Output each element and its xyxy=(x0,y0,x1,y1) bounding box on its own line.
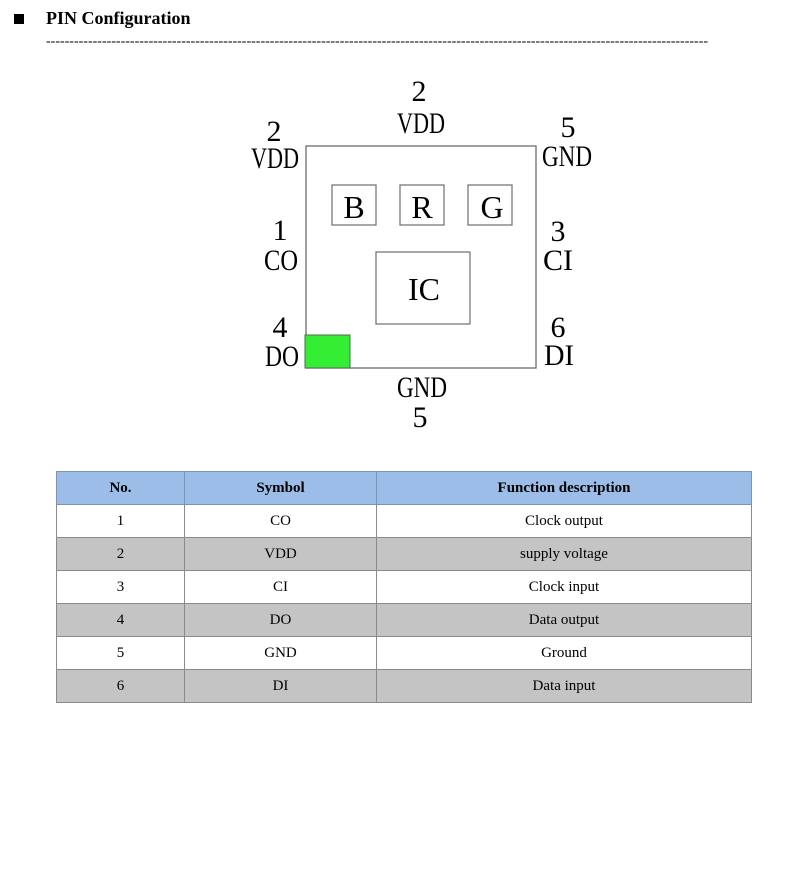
table-row: 4 DO Data output xyxy=(56,603,752,637)
cell-symbol: CO xyxy=(184,504,377,538)
right-pin-symbol: CI xyxy=(543,244,573,277)
top-right-pin-symbol: GND xyxy=(542,140,592,173)
ic-label: IC xyxy=(408,271,440,307)
cell-symbol: VDD xyxy=(184,537,377,571)
cell-symbol: DI xyxy=(184,669,377,703)
bottom-left-pin-number: 4 xyxy=(273,311,288,344)
top-pin-symbol: VDD xyxy=(397,107,445,140)
left-pin-number: 1 xyxy=(273,214,288,247)
right-pin-number: 3 xyxy=(551,215,566,248)
pin-one-marker xyxy=(304,334,351,369)
cell-symbol: CI xyxy=(184,570,377,604)
table-row: 2 VDD supply voltage xyxy=(56,537,752,571)
led-label-red: R xyxy=(411,189,433,225)
cell-function: Clock input xyxy=(376,570,752,604)
cell-function: Ground xyxy=(376,636,752,670)
column-header-no: No. xyxy=(56,471,185,505)
bottom-right-pin-number: 6 xyxy=(551,311,566,344)
table-row: 6 DI Data input xyxy=(56,669,752,703)
section-title: PIN Configuration xyxy=(46,8,191,28)
cell-function: Clock output xyxy=(376,504,752,538)
cell-function: Data input xyxy=(376,669,752,703)
bottom-pin-symbol: GND xyxy=(397,371,447,404)
dashed-divider: ----------------------------------------… xyxy=(46,34,709,49)
cell-no: 2 xyxy=(56,537,185,571)
led-box-green xyxy=(467,184,513,226)
cell-no: 3 xyxy=(56,570,185,604)
table-row: 1 CO Clock output xyxy=(56,504,752,538)
led-label-blue: B xyxy=(343,189,364,225)
led-label-green: G xyxy=(480,189,503,225)
left-pin-symbol: CO xyxy=(264,244,298,277)
pin-diagram: 2 VDD 2 VDD 5 GND 1 CO 3 CI 4 DO 6 DI GN… xyxy=(251,75,592,434)
bottom-right-pin-symbol: DI xyxy=(544,339,574,372)
cell-symbol: GND xyxy=(184,636,377,670)
top-right-pin-number: 5 xyxy=(561,111,576,144)
package-outline xyxy=(305,145,537,369)
top-left-pin-number: 2 xyxy=(267,115,282,148)
cell-no: 6 xyxy=(56,669,185,703)
cell-no: 1 xyxy=(56,504,185,538)
ic-box xyxy=(375,251,471,325)
cell-function: Data output xyxy=(376,603,752,637)
cell-no: 4 xyxy=(56,603,185,637)
led-box-blue xyxy=(331,184,377,226)
pin-table: No. Symbol Function description 1 CO Clo… xyxy=(56,471,752,703)
bottom-pin-number: 5 xyxy=(413,401,428,434)
cell-function: supply voltage xyxy=(376,537,752,571)
led-box-red xyxy=(399,184,445,226)
bottom-left-pin-symbol: DO xyxy=(265,340,299,373)
top-left-pin-symbol: VDD xyxy=(251,142,299,175)
cell-symbol: DO xyxy=(184,603,377,637)
table-row: 3 CI Clock input xyxy=(56,570,752,604)
table-row: 5 GND Ground xyxy=(56,636,752,670)
section-header: PIN Configuration xyxy=(14,8,191,29)
table-header-row: No. Symbol Function description xyxy=(56,471,752,505)
cell-no: 5 xyxy=(56,636,185,670)
square-bullet-icon xyxy=(14,13,24,24)
column-header-symbol: Symbol xyxy=(184,471,377,505)
top-pin-number: 2 xyxy=(412,75,427,108)
column-header-function: Function description xyxy=(376,471,752,505)
